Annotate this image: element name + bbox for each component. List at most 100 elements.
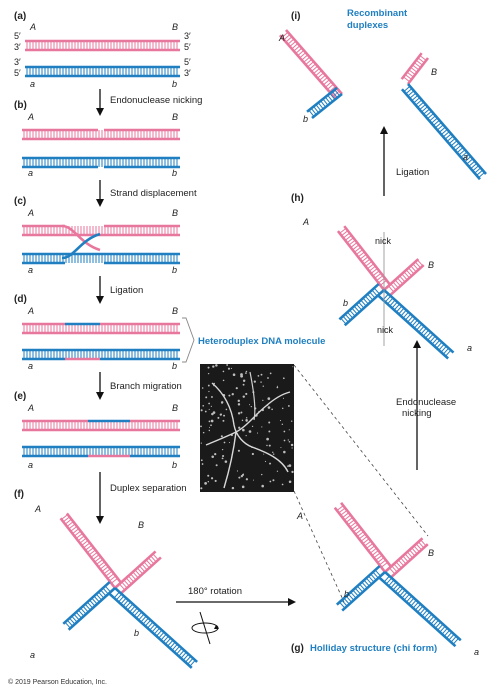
panel-f-label: (f) bbox=[14, 489, 24, 500]
panel-c-label: (c) bbox=[14, 196, 26, 207]
heteroduplex-bracket bbox=[182, 317, 195, 363]
copyright-credit: © 2019 Pearson Education, Inc. bbox=[8, 678, 107, 686]
chi-form-g bbox=[333, 501, 462, 648]
panel-g: A B b a (g) Holliday structure (chi form… bbox=[291, 501, 479, 657]
panel-g-label: (g) bbox=[291, 643, 304, 654]
panel-d: (d) A B a b Heteroduplex DNA molecule bbox=[14, 294, 325, 371]
ladder-rungs bbox=[23, 130, 178, 139]
gene-A-label: A bbox=[27, 306, 34, 316]
duplex-arm bbox=[108, 587, 198, 669]
three-prime-label: 3′ bbox=[14, 57, 21, 67]
gene-a-label: a bbox=[28, 168, 33, 178]
gene-A-label: A bbox=[27, 208, 34, 218]
gene-A-label: A bbox=[27, 403, 34, 413]
panel-a: (a) A B 5′ 3′ 3′ 5′ 3′ 5′ 5′ 3′ a b bbox=[14, 11, 191, 89]
gene-b-label: b bbox=[172, 265, 177, 275]
zoom-guide-line bbox=[293, 364, 429, 537]
ladder-rungs bbox=[23, 226, 178, 235]
duplex-arm bbox=[333, 501, 393, 573]
duplex-blue-displaced bbox=[22, 252, 180, 265]
panel-e-label: (e) bbox=[14, 391, 26, 402]
duplex-arm bbox=[279, 29, 343, 101]
panel-b: (b) A B a b bbox=[14, 100, 180, 178]
recombinant-callout-line2: duplexes bbox=[347, 20, 388, 31]
panel-i-label: (i) bbox=[291, 11, 300, 22]
gene-a-label: a bbox=[463, 152, 468, 162]
ladder-rungs bbox=[23, 350, 178, 359]
duplex-pink-nicked bbox=[22, 128, 180, 141]
gene-A-label: A bbox=[296, 511, 303, 521]
panel-h: (h) nick nick A B b a bbox=[291, 193, 472, 360]
three-prime-label: 3′ bbox=[184, 68, 191, 78]
duplex-pink-migrated bbox=[22, 419, 180, 432]
recombinant-left bbox=[279, 29, 343, 120]
invading-strand-pink bbox=[61, 224, 101, 252]
gene-A-label: A bbox=[29, 22, 36, 32]
ladder-rungs bbox=[23, 421, 178, 430]
step-ligation-right: Ligation bbox=[396, 167, 429, 178]
three-prime-label: 3′ bbox=[184, 31, 191, 41]
duplex-pink bbox=[25, 39, 180, 52]
duplex-arm bbox=[400, 83, 487, 181]
gene-b-label: b bbox=[172, 460, 177, 470]
step-duplex-separation: Duplex separation bbox=[110, 483, 187, 494]
gene-B-label: B bbox=[431, 67, 437, 77]
gene-B-label: B bbox=[172, 306, 178, 316]
invading-strand-blue bbox=[61, 232, 101, 260]
duplex-arm bbox=[114, 550, 162, 595]
recombinant-right bbox=[400, 52, 487, 181]
five-prime-label: 5′ bbox=[184, 57, 191, 67]
five-prime-label: 5′ bbox=[184, 42, 191, 52]
panel-e: (e) A B a b bbox=[14, 391, 180, 470]
electron-micrograph-icon bbox=[200, 364, 294, 492]
gene-B-label: B bbox=[428, 260, 434, 270]
chi-form-f bbox=[59, 512, 198, 669]
panel-a-label: (a) bbox=[14, 11, 26, 22]
gene-B-label: B bbox=[172, 22, 178, 32]
gene-b-label: b bbox=[303, 114, 308, 124]
duplex-arm bbox=[62, 581, 116, 631]
gene-b-label: b bbox=[172, 361, 177, 371]
gene-B-label: B bbox=[428, 548, 434, 558]
gene-A-label: A bbox=[278, 33, 285, 43]
gene-B-label: B bbox=[172, 112, 178, 122]
gene-a-label: a bbox=[474, 647, 479, 657]
five-prime-label: 5′ bbox=[14, 68, 21, 78]
step-ligation: Ligation bbox=[110, 285, 143, 296]
duplex-arm bbox=[400, 52, 430, 85]
panel-c: (c) A B a b bbox=[14, 196, 180, 275]
duplex-blue bbox=[25, 65, 180, 78]
duplex-arm bbox=[384, 537, 429, 579]
duplex-blue-migrated bbox=[22, 445, 180, 458]
heteroduplex-callout: Heteroduplex DNA molecule bbox=[198, 336, 325, 347]
step-branch-migration: Branch migration bbox=[110, 381, 182, 392]
step-endonuclease-line2: nicking bbox=[402, 408, 432, 419]
duplex-pink-displaced bbox=[22, 224, 180, 237]
ladder-rungs bbox=[26, 41, 178, 50]
ladder-rungs bbox=[23, 324, 178, 333]
duplex-pink-ligated bbox=[22, 322, 180, 335]
panel-f: (f) A B a b bbox=[14, 489, 198, 669]
gene-A-label: A bbox=[302, 217, 309, 227]
gene-b-label: b bbox=[134, 628, 139, 638]
gene-B-label: B bbox=[172, 208, 178, 218]
rotation-label: 180° rotation bbox=[188, 586, 242, 597]
five-prime-label: 5′ bbox=[14, 31, 21, 41]
panel-b-label: (b) bbox=[14, 100, 27, 111]
gene-a-label: a bbox=[30, 650, 35, 660]
duplex-blue-nicked bbox=[22, 156, 180, 169]
duplex-arm bbox=[306, 86, 343, 120]
ladder-rungs bbox=[23, 158, 178, 167]
rotation-icon bbox=[191, 611, 219, 645]
duplex-arm bbox=[378, 571, 462, 648]
gene-b-label: b bbox=[343, 298, 348, 308]
gene-a-label: a bbox=[28, 460, 33, 470]
gene-a-label: a bbox=[467, 343, 472, 353]
gene-b-label: b bbox=[172, 79, 177, 89]
gene-B-label: B bbox=[138, 520, 144, 530]
duplex-arm bbox=[383, 258, 425, 297]
nick-label-top: nick bbox=[375, 236, 392, 246]
duplex-arm bbox=[377, 289, 455, 360]
duplex-arm bbox=[336, 225, 392, 291]
